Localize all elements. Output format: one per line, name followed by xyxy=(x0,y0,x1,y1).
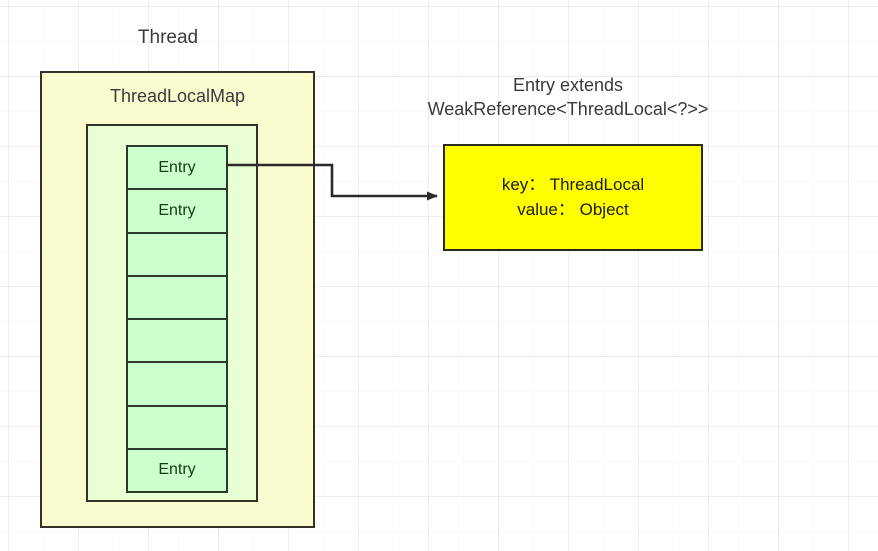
entry-value-line: value： Object xyxy=(517,199,629,219)
entry-cell[interactable] xyxy=(126,318,228,364)
entry-table: Entry Entry Entry xyxy=(126,145,228,493)
entry-class-note: Entry extends WeakReference<ThreadLocal<… xyxy=(388,74,748,122)
entry-cell[interactable] xyxy=(126,231,228,277)
thread-label: Thread xyxy=(137,27,199,48)
entry-cell[interactable] xyxy=(126,274,228,320)
connector-path xyxy=(226,163,438,201)
entry-cell[interactable]: Entry xyxy=(126,447,228,493)
threadlocalmap-label: ThreadLocalMap xyxy=(109,86,246,106)
entry-cell[interactable]: Entry xyxy=(126,188,228,234)
connector-arrow xyxy=(226,163,438,201)
entry-class-note-line-1: Entry extends xyxy=(512,75,624,95)
entry-class-note-line-2: WeakReference<ThreadLocal<?>> xyxy=(427,98,709,119)
entry-cell[interactable] xyxy=(126,361,228,407)
entry-cell[interactable] xyxy=(126,404,228,450)
entry-detail-box: key： ThreadLocal value： Object xyxy=(443,144,703,251)
entry-key-line: key： ThreadLocal xyxy=(501,174,645,194)
entry-cell[interactable]: Entry xyxy=(126,145,228,191)
